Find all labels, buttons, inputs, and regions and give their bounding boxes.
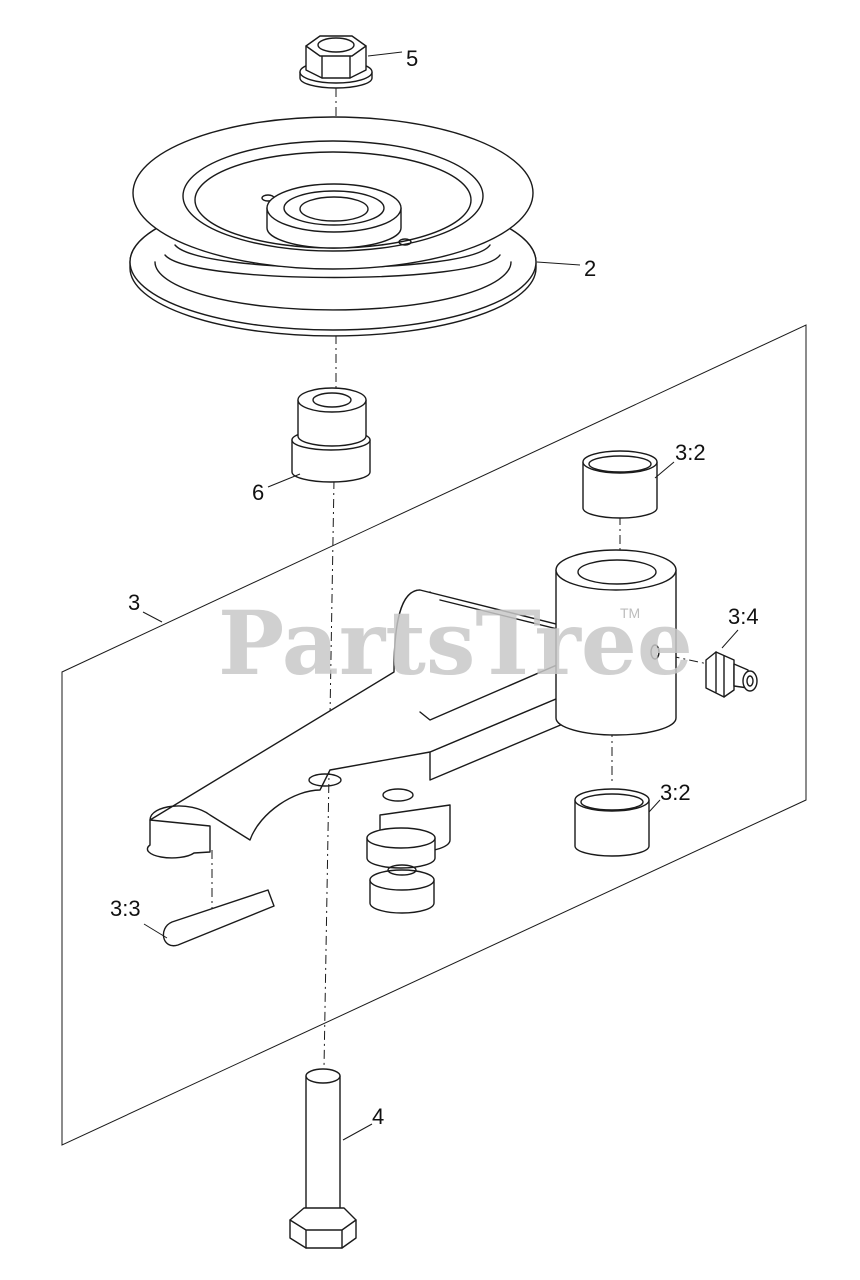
- callout-2: 2: [584, 256, 596, 281]
- flange-bushing-bottom: [574, 788, 650, 857]
- callout-6: 6: [252, 480, 264, 505]
- callout-3-2-top: 3:2: [675, 440, 706, 465]
- callout-4: 4: [372, 1104, 384, 1129]
- callout-3: 3: [128, 590, 140, 615]
- center-line-bolt: [323, 479, 335, 1069]
- assembly-plane: [61, 324, 807, 1146]
- callout-3-3: 3:3: [110, 896, 141, 921]
- flange-nut: [299, 35, 373, 89]
- spacer-bushing: [291, 387, 371, 483]
- callout-3-4: 3:4: [728, 604, 759, 629]
- watermark-trademark: TM: [620, 605, 640, 621]
- pulley: [129, 116, 537, 337]
- hex-bolt: [289, 1068, 357, 1249]
- grease-fitting: [705, 651, 758, 698]
- watermark: PartsTree: [218, 591, 693, 695]
- leader-lines: [142, 51, 739, 1141]
- callout-3-2-bottom: 3:2: [660, 780, 691, 805]
- flange-bushing-top: [582, 450, 658, 519]
- decal-label: [162, 889, 275, 947]
- idler-arm: [146, 549, 677, 914]
- callout-5: 5: [406, 46, 418, 71]
